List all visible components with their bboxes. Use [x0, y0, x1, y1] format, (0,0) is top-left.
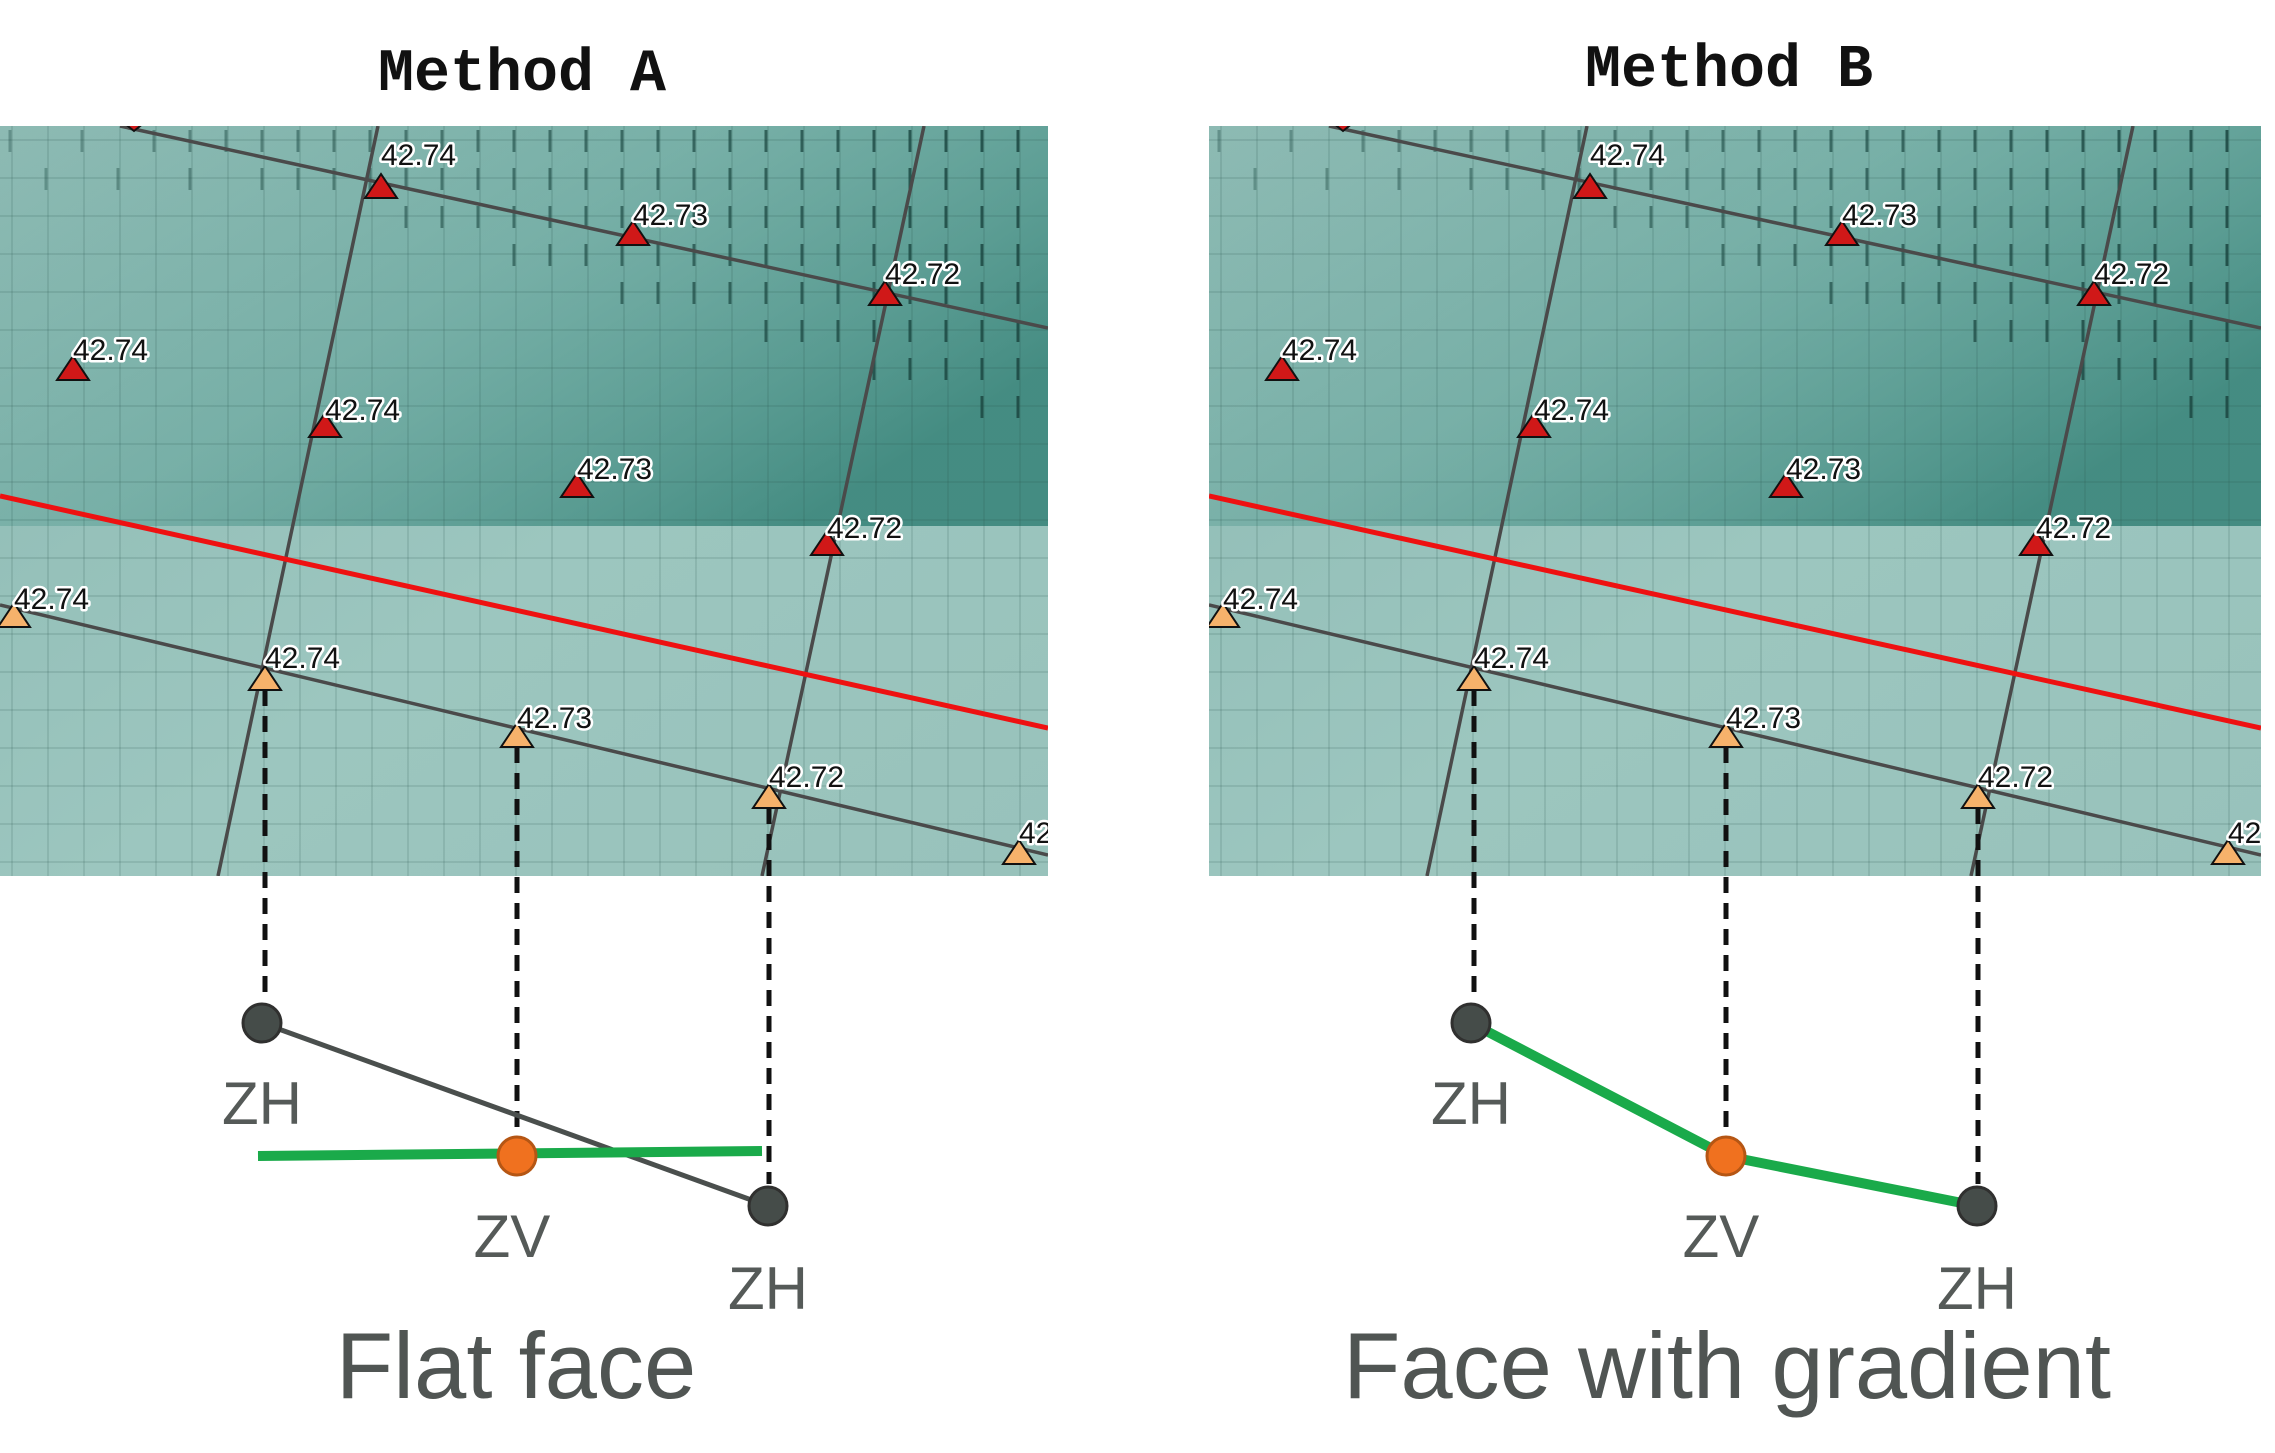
method-a-road-left [216, 126, 380, 876]
svg-text:42.73: 42.73 [1842, 199, 1917, 232]
method-a-title: Method A [378, 41, 666, 109]
method-b-map: 42.74 42.73 42.72 42.74 42.74 42.73 42.7… [1209, 126, 2261, 876]
method-b-edge-marker [1335, 126, 1351, 133]
svg-text:42.74: 42.74 [1534, 394, 1609, 427]
method-b-road-top [1328, 126, 2261, 330]
method-b-caption: Face with gradient [1343, 1313, 2111, 1418]
method-a-road-bottom [0, 603, 1048, 857]
method-b-survey-point: 42.72 [2076, 256, 2172, 306]
method-a-survey-point: 42.73 [499, 700, 595, 748]
method-b-zh-label: ZH [1937, 1255, 2017, 1322]
method-b-survey-point: 42.74 [1456, 640, 1552, 691]
method-b-road-right [1969, 126, 2135, 876]
method-a-survey-point: 42.74 [307, 392, 403, 438]
method-a-survey-point: 42.74 [0, 581, 92, 628]
method-b-zh-node [1450, 1002, 1492, 1044]
method-a-map: 42.74 42.73 42.72 42.74 42.74 42.73 42.7… [0, 126, 1052, 876]
method-b-zv-label: ZV [1683, 1203, 1760, 1270]
svg-text:42.74: 42.74 [381, 139, 456, 172]
method-b-survey-point: 42.74 [1516, 392, 1612, 438]
method-b-survey-point: 42.73 [1768, 451, 1864, 498]
svg-text:42: 42 [1019, 817, 1052, 850]
method-b-zh-node [1956, 1185, 1998, 1227]
method-b-survey-point: 42 [2210, 815, 2261, 865]
method-a-survey-point: 42.72 [751, 759, 847, 809]
method-a-raster-ticks [8, 130, 1020, 418]
method-a-zh-label: ZH [222, 1070, 302, 1137]
svg-text:42.73: 42.73 [577, 453, 652, 486]
method-a-zv-label: ZV [474, 1203, 551, 1270]
method-a-terrain-profile [261, 1020, 769, 1209]
method-a-zh-label: ZH [728, 1255, 808, 1322]
svg-text:42.72: 42.72 [1978, 761, 2053, 794]
method-b-survey-point: 42.74 [1264, 332, 1360, 381]
svg-text:42.74: 42.74 [14, 583, 89, 616]
svg-text:42.73: 42.73 [517, 702, 592, 735]
method-b-zv-node [1705, 1135, 1747, 1177]
method-a-survey-point: 42.72 [809, 510, 905, 556]
svg-text:42.74: 42.74 [73, 334, 148, 367]
svg-text:42.74: 42.74 [1282, 334, 1357, 367]
method-b-survey-point: 42.72 [2018, 510, 2114, 556]
method-b-road-bottom [1209, 603, 2261, 857]
method-a-boundary-line [0, 493, 1048, 731]
method-b-zh-label: ZH [1431, 1070, 1511, 1137]
svg-text:42: 42 [2228, 817, 2261, 850]
method-b-title: Method B [1585, 37, 1873, 105]
method-a-zh-node [747, 1185, 789, 1227]
method-b-survey-point: 42.74 [1572, 137, 1668, 199]
method-a-survey-point: 42.73 [559, 451, 655, 498]
svg-text:42.74: 42.74 [325, 394, 400, 427]
svg-text:42.73: 42.73 [633, 199, 708, 232]
method-a-zv-node [496, 1135, 538, 1177]
method-b-survey-point: 42.72 [1960, 759, 2056, 809]
method-b-panel: Method B 42.74 42.73 42.72 42.74 42.74 4… [1209, 37, 2261, 1418]
method-b-survey-point: 42.74 [1209, 581, 1301, 628]
method-b-survey-point: 42.73 [1824, 197, 1920, 246]
method-a-panel: Method A 42.74 42.73 42.72 42.74 42.74 4… [0, 41, 1052, 1418]
method-b-projection-lines [1471, 690, 1981, 1184]
method-a-survey-point: 42.74 [55, 332, 151, 381]
method-b-survey-point: 42.73 [1708, 700, 1804, 748]
svg-text:42.74: 42.74 [1223, 583, 1298, 616]
method-a-survey-point: 42.73 [615, 197, 711, 246]
method-a-survey-point: 42.74 [363, 137, 459, 199]
method-a-survey-point: 42 [1001, 815, 1052, 865]
svg-text:42.72: 42.72 [2094, 258, 2169, 291]
method-a-caption: Flat face [336, 1313, 697, 1418]
svg-text:42.74: 42.74 [1474, 642, 1549, 675]
svg-text:42.74: 42.74 [265, 642, 340, 675]
svg-text:42.72: 42.72 [769, 761, 844, 794]
method-a-road-right [760, 126, 926, 876]
method-a-projection-lines [262, 690, 772, 1184]
svg-text:42.72: 42.72 [885, 258, 960, 291]
method-a-survey-point: 42.72 [867, 256, 963, 306]
method-a-zh-node [241, 1002, 283, 1044]
svg-text:42.72: 42.72 [827, 512, 902, 545]
method-b-boundary-line [1209, 493, 2261, 731]
method-a-survey-point: 42.74 [247, 640, 343, 691]
svg-text:42.74: 42.74 [1590, 139, 1665, 172]
method-b-road-left [1425, 126, 1589, 876]
svg-text:42.73: 42.73 [1726, 702, 1801, 735]
method-a-raster-grid [0, 126, 1048, 876]
svg-text:42.73: 42.73 [1786, 453, 1861, 486]
method-a-edge-marker [126, 126, 142, 133]
svg-text:42.72: 42.72 [2036, 512, 2111, 545]
